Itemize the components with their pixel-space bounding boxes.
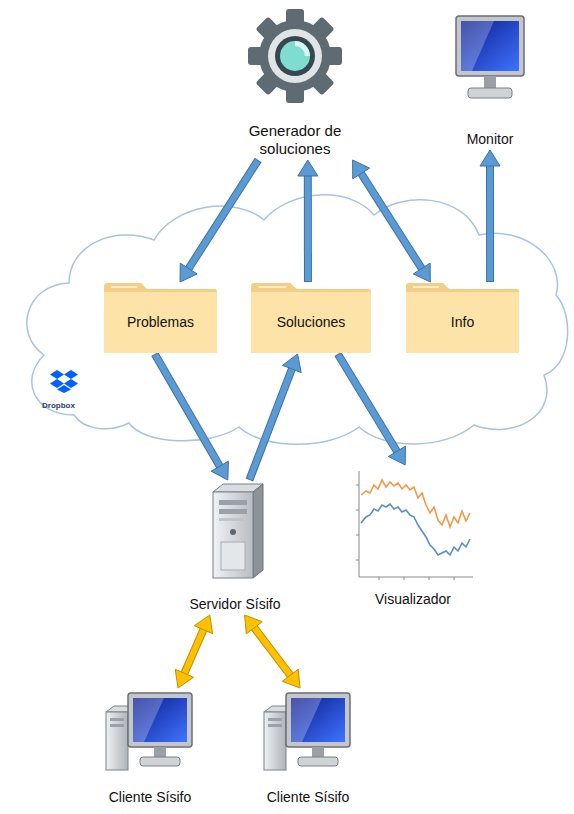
arrow-shaft bbox=[183, 627, 204, 676]
block-arrow bbox=[245, 615, 300, 688]
server-icon bbox=[203, 482, 267, 580]
logo-caption: Dropbox bbox=[42, 401, 75, 411]
arrow-shaft-outline bbox=[304, 174, 312, 282]
arrow-shaft bbox=[305, 173, 311, 281]
node-label: Monitor bbox=[467, 131, 514, 148]
arrow-head bbox=[353, 160, 370, 179]
arrow-shaft-outline bbox=[486, 164, 494, 282]
arrow-shaft bbox=[252, 625, 292, 677]
monitor-node: Monitor bbox=[450, 10, 530, 150]
dropbox-logo bbox=[50, 369, 78, 393]
process-node: Generador de soluciones bbox=[215, 4, 375, 160]
arrow-shaft-outline bbox=[184, 628, 205, 675]
arrow-head bbox=[388, 446, 405, 465]
node-label: Cliente Sísifo bbox=[267, 789, 349, 806]
folder-box: Problemas bbox=[103, 282, 218, 354]
arrow-head bbox=[194, 615, 212, 634]
node-label: Cliente Sísifo bbox=[109, 789, 191, 806]
block-arrow bbox=[175, 615, 212, 688]
folder-box: Info bbox=[405, 282, 520, 354]
arrow-head bbox=[282, 669, 300, 688]
node-label: Info bbox=[451, 314, 474, 331]
client-node: Cliente Sísifo bbox=[100, 688, 200, 808]
node-label: Servidor Sísifo bbox=[189, 596, 280, 613]
node-label: Visualizador bbox=[375, 591, 451, 608]
arrow-shaft bbox=[487, 163, 493, 281]
chart-illustration bbox=[349, 465, 477, 585]
folder-box: Soluciones bbox=[250, 282, 372, 354]
arrow-head bbox=[245, 615, 263, 634]
client-computer-icon bbox=[102, 690, 198, 774]
arrow-shaft-outline bbox=[253, 626, 291, 677]
arrow-head bbox=[298, 160, 318, 176]
node-label: Generador de soluciones bbox=[229, 122, 361, 158]
client-computer-icon bbox=[260, 690, 356, 774]
server-node: Servidor Sísifo bbox=[175, 480, 295, 615]
client-node: Cliente Sísifo bbox=[258, 688, 358, 808]
node-label: Soluciones bbox=[277, 314, 346, 331]
node-label: Problemas bbox=[127, 314, 194, 331]
arrow-head bbox=[211, 461, 228, 480]
monitor-icon bbox=[454, 14, 526, 106]
arrow-head bbox=[480, 150, 500, 166]
visualizer-node: Visualizador bbox=[348, 465, 478, 610]
arrow-head bbox=[175, 669, 193, 688]
gear-icon bbox=[245, 6, 345, 106]
